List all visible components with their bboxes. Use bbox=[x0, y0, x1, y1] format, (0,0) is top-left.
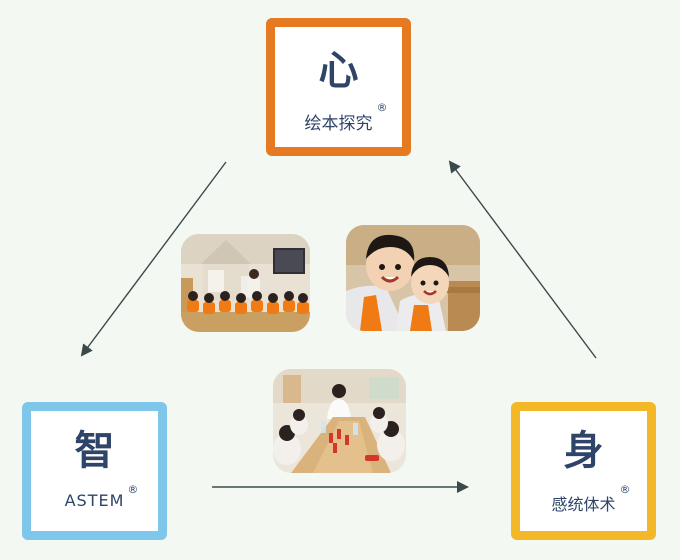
node-shen-character: 身 bbox=[563, 428, 604, 474]
node-xin-label: 绘本探究® bbox=[304, 101, 388, 134]
node-zhi: 智 ASTEM® bbox=[22, 402, 167, 540]
arrow-xin-to-zhi bbox=[80, 161, 227, 357]
node-shen-label-text: 感统体术 bbox=[551, 495, 616, 514]
registered-mark: ® bbox=[127, 483, 140, 496]
node-shen-label: 感统体术® bbox=[551, 483, 630, 515]
node-xin-label-text: 绘本探究 bbox=[304, 114, 373, 134]
science-activity-photo bbox=[273, 369, 406, 473]
node-zhi-label: ASTEM® bbox=[64, 483, 139, 510]
node-zhi-label-text: ASTEM bbox=[64, 491, 125, 510]
node-xin: 心 绘本探究® bbox=[266, 18, 411, 156]
node-xin-character: 心 bbox=[318, 48, 359, 94]
children-smiling-photo bbox=[346, 225, 480, 331]
registered-mark: ® bbox=[376, 101, 388, 114]
arrow-shen-to-xin bbox=[448, 160, 597, 359]
node-shen: 身 感统体术® bbox=[511, 402, 656, 540]
classroom-photo bbox=[181, 234, 310, 332]
node-zhi-character: 智 bbox=[74, 428, 115, 474]
registered-mark: ® bbox=[619, 483, 631, 496]
